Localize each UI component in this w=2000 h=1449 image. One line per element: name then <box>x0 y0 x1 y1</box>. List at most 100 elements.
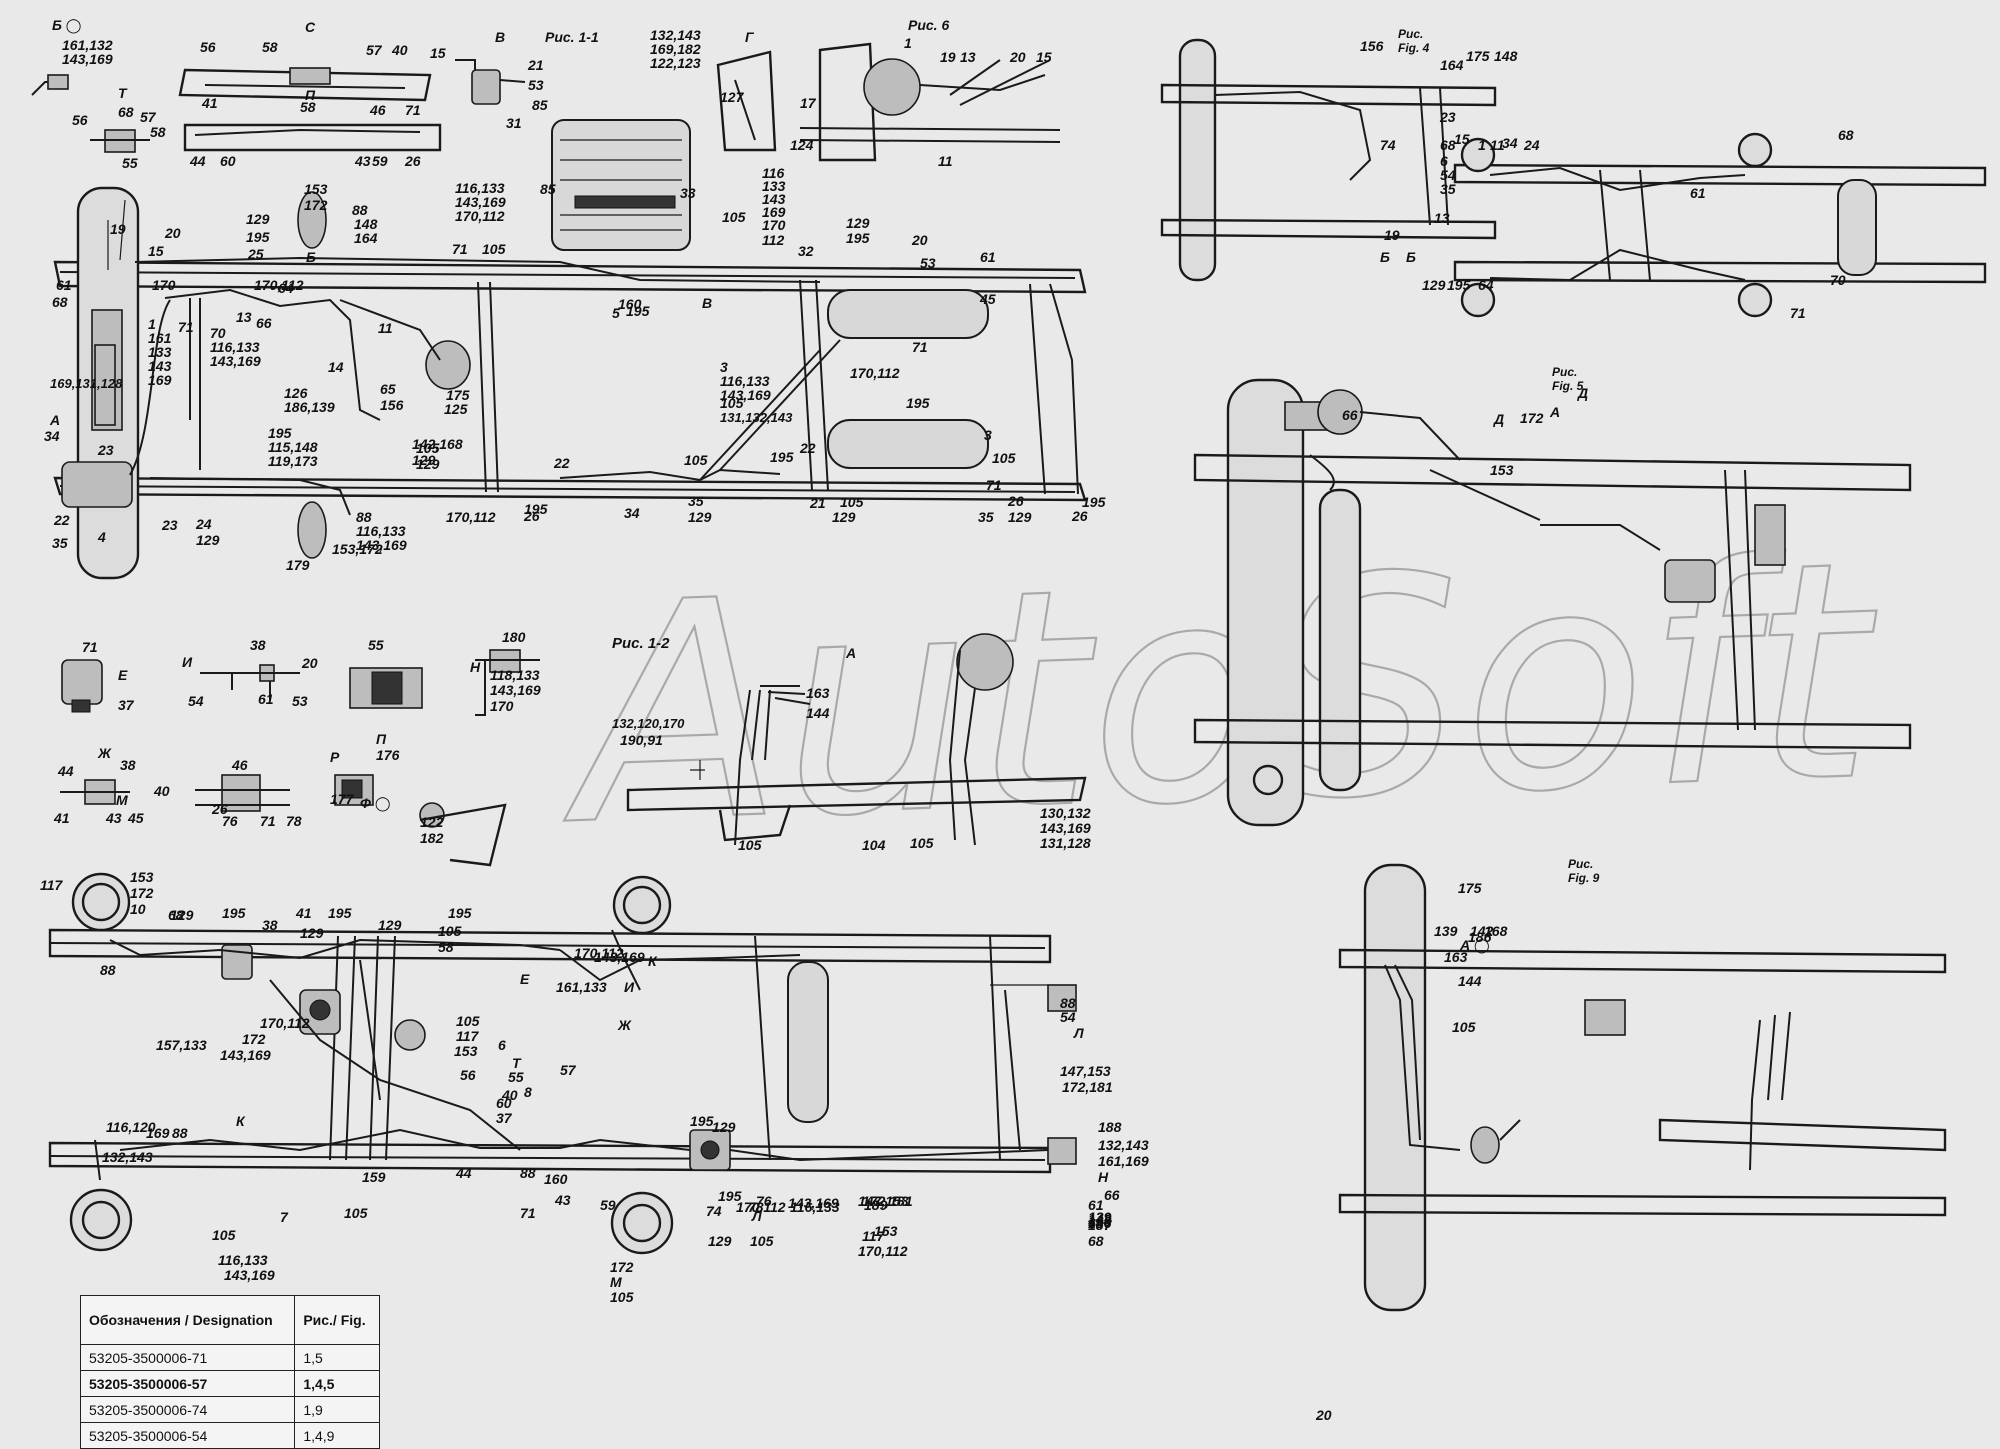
callout-label: 44 <box>57 763 74 779</box>
callout-label: 175 <box>446 387 470 403</box>
callout-label: 143 <box>148 358 172 374</box>
callout-label: 45 <box>979 291 996 307</box>
callout-label: 104 <box>862 837 886 853</box>
callout-label: 20 <box>164 225 181 241</box>
callout-label: 122 <box>420 814 444 830</box>
callout-label: Ф ◯ <box>360 795 391 812</box>
callout-label: 195 <box>906 395 930 411</box>
callout-label: 143,169 <box>788 1195 839 1211</box>
callout-label: 172 <box>1520 410 1544 426</box>
callout-label: 71 <box>912 339 928 355</box>
callout-label: 19 <box>1384 227 1400 243</box>
callout-label: 175 <box>1466 48 1490 64</box>
callout-label: 56 <box>460 1067 476 1083</box>
callout-label: 55 <box>122 155 138 171</box>
callout-label: 195 <box>690 1113 714 1129</box>
callout-label: 195 <box>268 425 292 441</box>
callout-label: 129 <box>416 456 440 472</box>
callout-label: Н <box>470 659 481 675</box>
callout-label: 147,153 <box>1060 1063 1111 1079</box>
callout-label: 116,133 <box>455 180 505 196</box>
callout-label: 13 <box>1434 210 1450 226</box>
callout-label: 78 <box>286 813 302 829</box>
callout-label: 157,133 <box>156 1037 207 1053</box>
callout-label: 169 <box>146 1125 170 1141</box>
callout-label: 71 <box>520 1205 536 1221</box>
callout-label: 70 <box>1830 272 1846 288</box>
callout-label: 1 <box>148 316 156 332</box>
callout-label: 116,133 <box>356 523 406 539</box>
callout-label: 19 <box>110 221 126 237</box>
callout-label: 142 <box>1088 1211 1112 1227</box>
callout-label: 37 <box>496 1110 513 1126</box>
callout-label: 41 <box>295 905 312 921</box>
callout-label: 11 <box>1490 137 1505 153</box>
callout-label: 15 <box>430 45 446 61</box>
table-row: 53205-3500006-54 1,4,9 <box>79 1422 380 1449</box>
table-row: 53205-3500006-71 1,5 <box>79 1344 380 1371</box>
figure-titles: Рис. 1-1 Рис. 6 Рис. Fig. 4 Рис. Fig. 5 … <box>545 17 1600 885</box>
callout-label: 55 <box>368 637 384 653</box>
callout-label: 68 <box>52 294 68 310</box>
callout-label: 34 <box>1502 135 1518 151</box>
callout-label: 105 <box>840 494 864 510</box>
callout-label: 143,169 <box>224 1267 275 1283</box>
callout-label: 116,133 <box>210 339 260 355</box>
callout-label: 143,169 <box>210 353 261 369</box>
callout-label: 148 <box>1494 48 1518 64</box>
callout-label: 172 <box>304 197 328 213</box>
callout-label: 37 <box>118 697 135 713</box>
callout-label: 38 <box>262 917 278 933</box>
callout-label: И <box>182 654 193 670</box>
callout-label: 124 <box>790 137 814 153</box>
callout-label: 195 <box>524 501 548 517</box>
callout-label: 153,172 <box>332 541 383 557</box>
callout-label: 195 <box>246 229 270 245</box>
callout-label: 11 <box>378 320 393 336</box>
callout-label: 186,139 <box>284 399 335 415</box>
callout-label: Р <box>330 749 340 765</box>
fig-4-section <box>1160 38 1987 318</box>
callout-label: 116,120 <box>106 1119 156 1135</box>
callout-label: 35 <box>978 509 994 525</box>
callout-label: 163 <box>806 685 830 701</box>
callout-label: 85 <box>540 181 556 197</box>
callout-label: 46 <box>231 757 248 773</box>
callout-label: 130,132 <box>1040 805 1091 821</box>
callout-label: 59 <box>600 1197 616 1213</box>
callout-label: 133 <box>148 344 172 360</box>
callout-label: 64 <box>1088 1215 1104 1231</box>
callout-label: 71 <box>82 639 98 655</box>
callout-label: 105 <box>610 1289 634 1305</box>
callout-label: 116,133 <box>218 1252 268 1268</box>
callout-label: 105 <box>910 835 934 851</box>
callout-label: А ◯ <box>1459 937 1490 954</box>
callout-label: 17 <box>800 95 817 111</box>
callout-label: В <box>702 295 712 311</box>
callout-label: 161,169 <box>1098 1153 1149 1169</box>
callout-label: 23 <box>161 517 178 533</box>
callout-label: 170,112 <box>850 365 900 381</box>
callout-label: Ж <box>617 1017 632 1033</box>
callout-label: 53 <box>528 77 544 93</box>
callout-label: 26 <box>211 801 228 817</box>
callout-label: Т <box>512 1055 522 1071</box>
callout-label: 189 <box>864 1197 888 1213</box>
callout-label: 168 <box>1088 1213 1112 1229</box>
callout-label: 88 <box>172 1125 188 1141</box>
callout-label: 161 <box>148 330 172 346</box>
table-row: 53205-3500006-74 1,9 <box>79 1396 380 1423</box>
callout-label: 3 <box>720 359 728 375</box>
callout-label: 125 <box>444 401 468 417</box>
callout-label: 35 <box>52 535 68 551</box>
callout-label: Е <box>520 971 530 987</box>
callout-label: 172 <box>242 1031 266 1047</box>
callout-label: 21 <box>809 495 826 511</box>
callout-label: 10 <box>130 901 146 917</box>
callout-label: 129 <box>708 1233 732 1249</box>
callout-label: 54 <box>1060 1009 1076 1025</box>
callout-label: 143,169 <box>62 51 113 67</box>
callout-label: 170,112 <box>574 945 624 961</box>
callout-label: 170,112 <box>736 1199 786 1215</box>
callout-label: 131,132,143 <box>720 410 793 425</box>
